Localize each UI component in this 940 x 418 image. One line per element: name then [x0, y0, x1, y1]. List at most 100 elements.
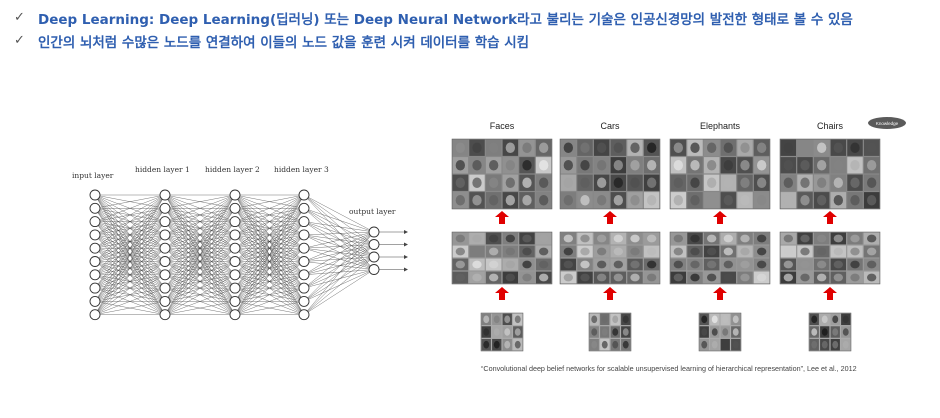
connection-line [234, 208, 305, 315]
filter-pattern [597, 273, 607, 282]
filter-pattern [522, 273, 532, 282]
connection-line [303, 244, 375, 275]
connection-line [303, 208, 375, 258]
network-node [159, 295, 171, 307]
bullet-text: 인간의 뇌처럼 수많은 노드를 연결하여 이들의 노드 값을 훈련 시켜 데이터… [38, 34, 530, 51]
filter-pattern [783, 273, 793, 282]
connection-line [303, 256, 375, 289]
filter-pattern [701, 315, 708, 324]
connection-line [303, 269, 375, 289]
filter-pattern [647, 234, 657, 243]
filter-pattern [472, 160, 482, 171]
red-up-arrow-icon [603, 287, 617, 300]
filter-pattern [591, 315, 598, 324]
filter-pattern [800, 142, 810, 153]
connection-line [94, 194, 166, 236]
filter-pattern [711, 315, 718, 324]
filter-pattern [850, 177, 860, 188]
filter-pattern [613, 177, 623, 188]
filter-pattern [723, 195, 733, 206]
connection-line [94, 221, 166, 315]
filter-pattern [472, 195, 482, 206]
connection-line [164, 234, 236, 315]
filter-pattern [690, 247, 700, 256]
red-up-arrow-icon [713, 211, 727, 224]
filter-pattern [613, 195, 623, 206]
connection-line [234, 194, 305, 236]
connection-line [94, 194, 166, 222]
connection-line [303, 194, 375, 270]
object-level-features [451, 138, 553, 210]
network-node [298, 269, 310, 281]
filter-pattern [867, 160, 877, 171]
red-up-arrow-icon [823, 287, 837, 300]
network-node [368, 226, 380, 238]
network-node [89, 295, 101, 307]
filter-pattern [811, 315, 818, 324]
filter-pattern [455, 273, 465, 282]
filter-pattern [732, 340, 739, 349]
connection-line [164, 194, 236, 315]
connection-line [234, 194, 305, 289]
filter-pattern [722, 340, 729, 349]
filter-pattern [821, 340, 828, 349]
filter-pattern [483, 340, 490, 349]
filter-pattern [455, 234, 465, 243]
filter-pattern [707, 260, 717, 269]
network-node [229, 282, 241, 294]
filter-pattern [622, 328, 629, 336]
panel-frame [669, 231, 771, 285]
network-node [159, 229, 171, 241]
connection-line [164, 194, 236, 209]
filter-pattern [630, 142, 640, 153]
connection-line [164, 274, 236, 315]
network-node [159, 282, 171, 294]
connection-line [303, 244, 375, 249]
connection-line [164, 194, 236, 302]
connection-line [94, 261, 166, 315]
connection-line [164, 194, 236, 262]
filter-pattern [740, 273, 750, 282]
network-node [298, 229, 310, 241]
bullet-item: ✓ Deep Learning: Deep Learning(딥러닝) 또는 D… [14, 6, 853, 29]
filter-pattern [580, 160, 590, 171]
connection-line [303, 234, 375, 245]
panel-frame [559, 231, 661, 285]
filter-pattern [597, 195, 607, 206]
filter-pattern [850, 195, 860, 206]
filter-pattern [504, 315, 511, 324]
network-node [229, 189, 241, 201]
panel-frame [779, 231, 881, 285]
filter-pattern [707, 273, 717, 282]
filter-pattern [505, 234, 515, 243]
red-up-arrow-icon [495, 211, 509, 224]
connection-line [234, 261, 305, 315]
connection-line [234, 221, 305, 315]
filter-pattern [522, 177, 532, 188]
connection-line [303, 208, 375, 245]
connection-line [303, 231, 375, 302]
filter-pattern [833, 142, 843, 153]
filter-pattern [833, 247, 843, 256]
connection-line [94, 287, 166, 315]
filter-pattern [673, 195, 683, 206]
connection-line [164, 248, 236, 315]
network-node [229, 242, 241, 254]
filter-pattern [580, 142, 590, 153]
filter-pattern [757, 195, 767, 206]
filter-pattern [757, 273, 767, 282]
output-arrowhead [404, 230, 408, 234]
filter-pattern [690, 260, 700, 269]
category-label: Elephants [700, 121, 741, 131]
filter-pattern [483, 328, 490, 336]
connection-line [303, 208, 375, 270]
filter-pattern [505, 260, 515, 269]
red-up-arrow-icon [603, 211, 617, 224]
object-level-features [779, 138, 881, 210]
filter-pattern [740, 247, 750, 256]
filter-pattern [740, 177, 750, 188]
filter-pattern [539, 177, 549, 188]
filter-pattern [690, 142, 700, 153]
figure-caption: “Convolutional deep belief networks for … [481, 364, 857, 373]
checkmark-icon: ✓ [14, 10, 25, 25]
